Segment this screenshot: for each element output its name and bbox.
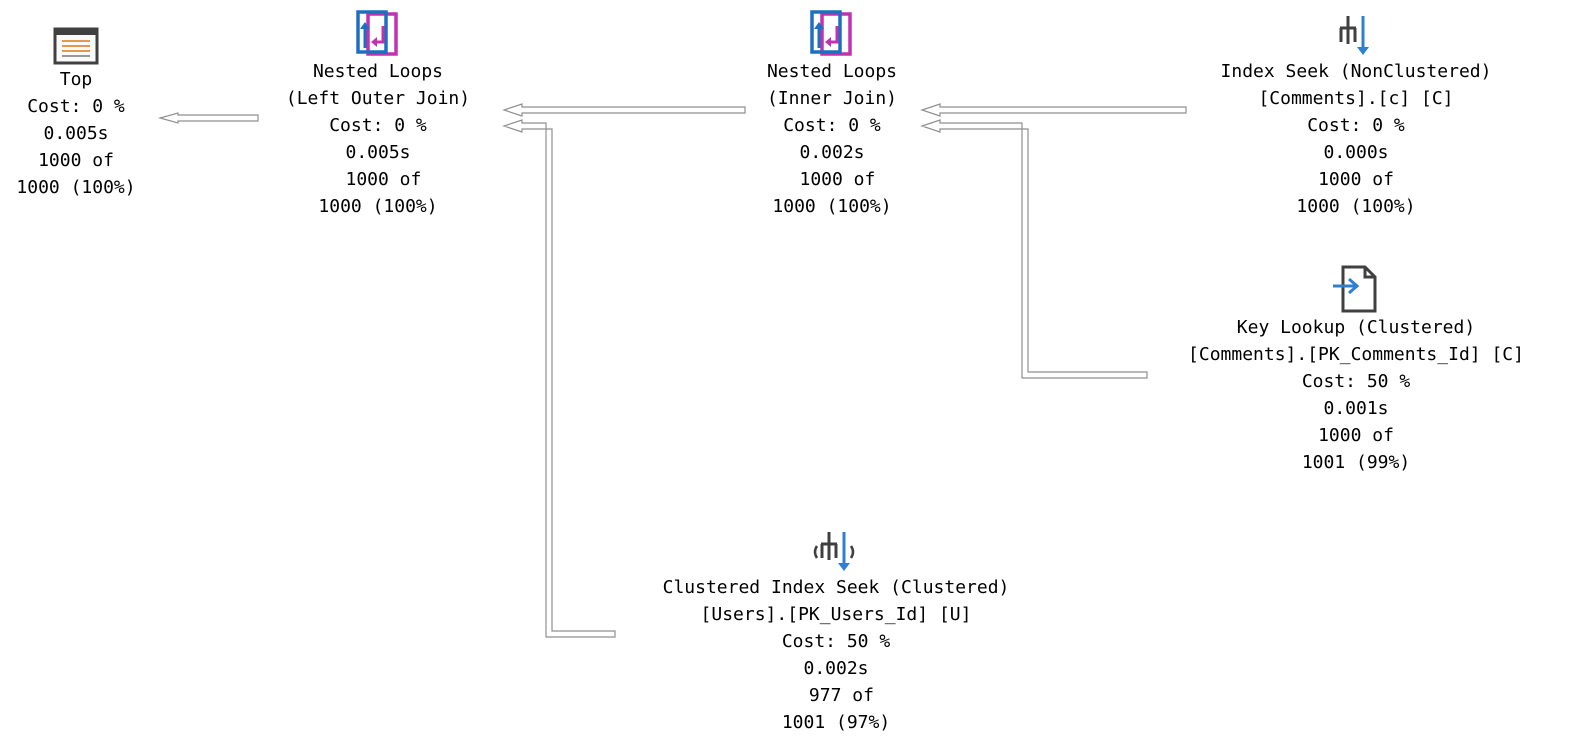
connector-nested-loops-to-top	[157, 112, 259, 124]
clustered-index-seek-icon	[813, 532, 855, 571]
node-operator-name: Key Lookup (Clustered)	[1236, 317, 1476, 338]
node-operator-name: Top	[59, 69, 93, 90]
node-actual-rows: 1000 of	[1318, 169, 1394, 190]
node-operator-name: Index Seek (NonClustered)	[1220, 61, 1492, 82]
node-join-type: (Left Outer Join)	[285, 88, 471, 109]
plan-node-nested-loops-inner-join[interactable]: Nested Loops (Inner Join) Cost: 0 % 0.00…	[712, 8, 952, 220]
node-cost: Cost: 50 %	[781, 631, 891, 652]
nested-loops-icon	[810, 10, 852, 56]
plan-node-key-lookup-clustered[interactable]: Key Lookup (Clustered) [Comments].[PK_Co…	[1146, 264, 1566, 476]
connector-clustered-seek-to-left-outer-join	[502, 119, 616, 638]
node-object-name: [Comments].[c] [C]	[1258, 88, 1454, 109]
index-seek-icon	[1339, 16, 1369, 55]
node-elapsed-time: 0.005s	[345, 142, 411, 163]
node-estimated-rows: 1001 (99%)	[1301, 452, 1411, 473]
node-actual-rows: 1000 of	[334, 169, 422, 190]
node-actual-rows: 1000 of	[1318, 425, 1394, 446]
node-elapsed-time: 0.000s	[1323, 142, 1389, 163]
node-cost: Cost: 0 %	[329, 115, 427, 136]
node-join-type: (Inner Join)	[766, 88, 898, 109]
node-actual-rows: 1000 of	[788, 169, 876, 190]
node-elapsed-time: 0.002s	[803, 658, 869, 679]
connector-index-seek-to-inner-join	[920, 103, 1187, 117]
node-elapsed-time: 0.001s	[1323, 398, 1389, 419]
plan-node-nested-loops-left-outer-join[interactable]: Nested Loops (Left Outer Join) Cost: 0 %…	[258, 8, 498, 220]
node-cost: Cost: 0 %	[1307, 115, 1405, 136]
node-cost: Cost: 0 %	[27, 96, 125, 117]
node-object-name: [Users].[PK_Users_Id] [U]	[700, 604, 972, 625]
node-operator-name: Nested Loops	[766, 61, 898, 82]
node-object-name: [Comments].[PK_Comments_Id] [C]	[1188, 344, 1524, 365]
node-cost: Cost: 50 %	[1301, 371, 1411, 392]
node-estimated-rows: 1000 (100%)	[318, 196, 438, 217]
node-estimated-rows: 1000 (100%)	[1296, 196, 1416, 217]
node-estimated-rows: 1001 (97%)	[781, 712, 891, 733]
node-estimated-rows: 1000 (100%)	[16, 177, 136, 198]
node-actual-rows: 977 of	[798, 685, 874, 706]
plan-node-top[interactable]: Top Cost: 0 % 0.005s 1000 of 1000 (100%)	[0, 26, 152, 201]
node-estimated-rows: 1000 (100%)	[772, 196, 892, 217]
top-operator-icon	[53, 27, 99, 65]
nested-loops-icon	[356, 10, 398, 56]
plan-node-clustered-index-seek[interactable]: Clustered Index Seek (Clustered) [Users]…	[616, 524, 1056, 736]
plan-node-index-seek-nonclustered[interactable]: Index Seek (NonClustered) [Comments].[c]…	[1168, 8, 1544, 220]
node-elapsed-time: 0.005s	[43, 123, 109, 144]
node-elapsed-time: 0.002s	[799, 142, 865, 163]
node-actual-rows: 1000 of	[38, 150, 114, 171]
connector-key-lookup-to-inner-join	[920, 119, 1148, 379]
connector-inner-join-to-left-outer-join	[502, 103, 746, 117]
node-operator-name: Nested Loops	[312, 61, 444, 82]
key-lookup-icon	[1333, 265, 1377, 313]
node-cost: Cost: 0 %	[783, 115, 881, 136]
node-operator-name: Clustered Index Seek (Clustered)	[662, 577, 1010, 598]
